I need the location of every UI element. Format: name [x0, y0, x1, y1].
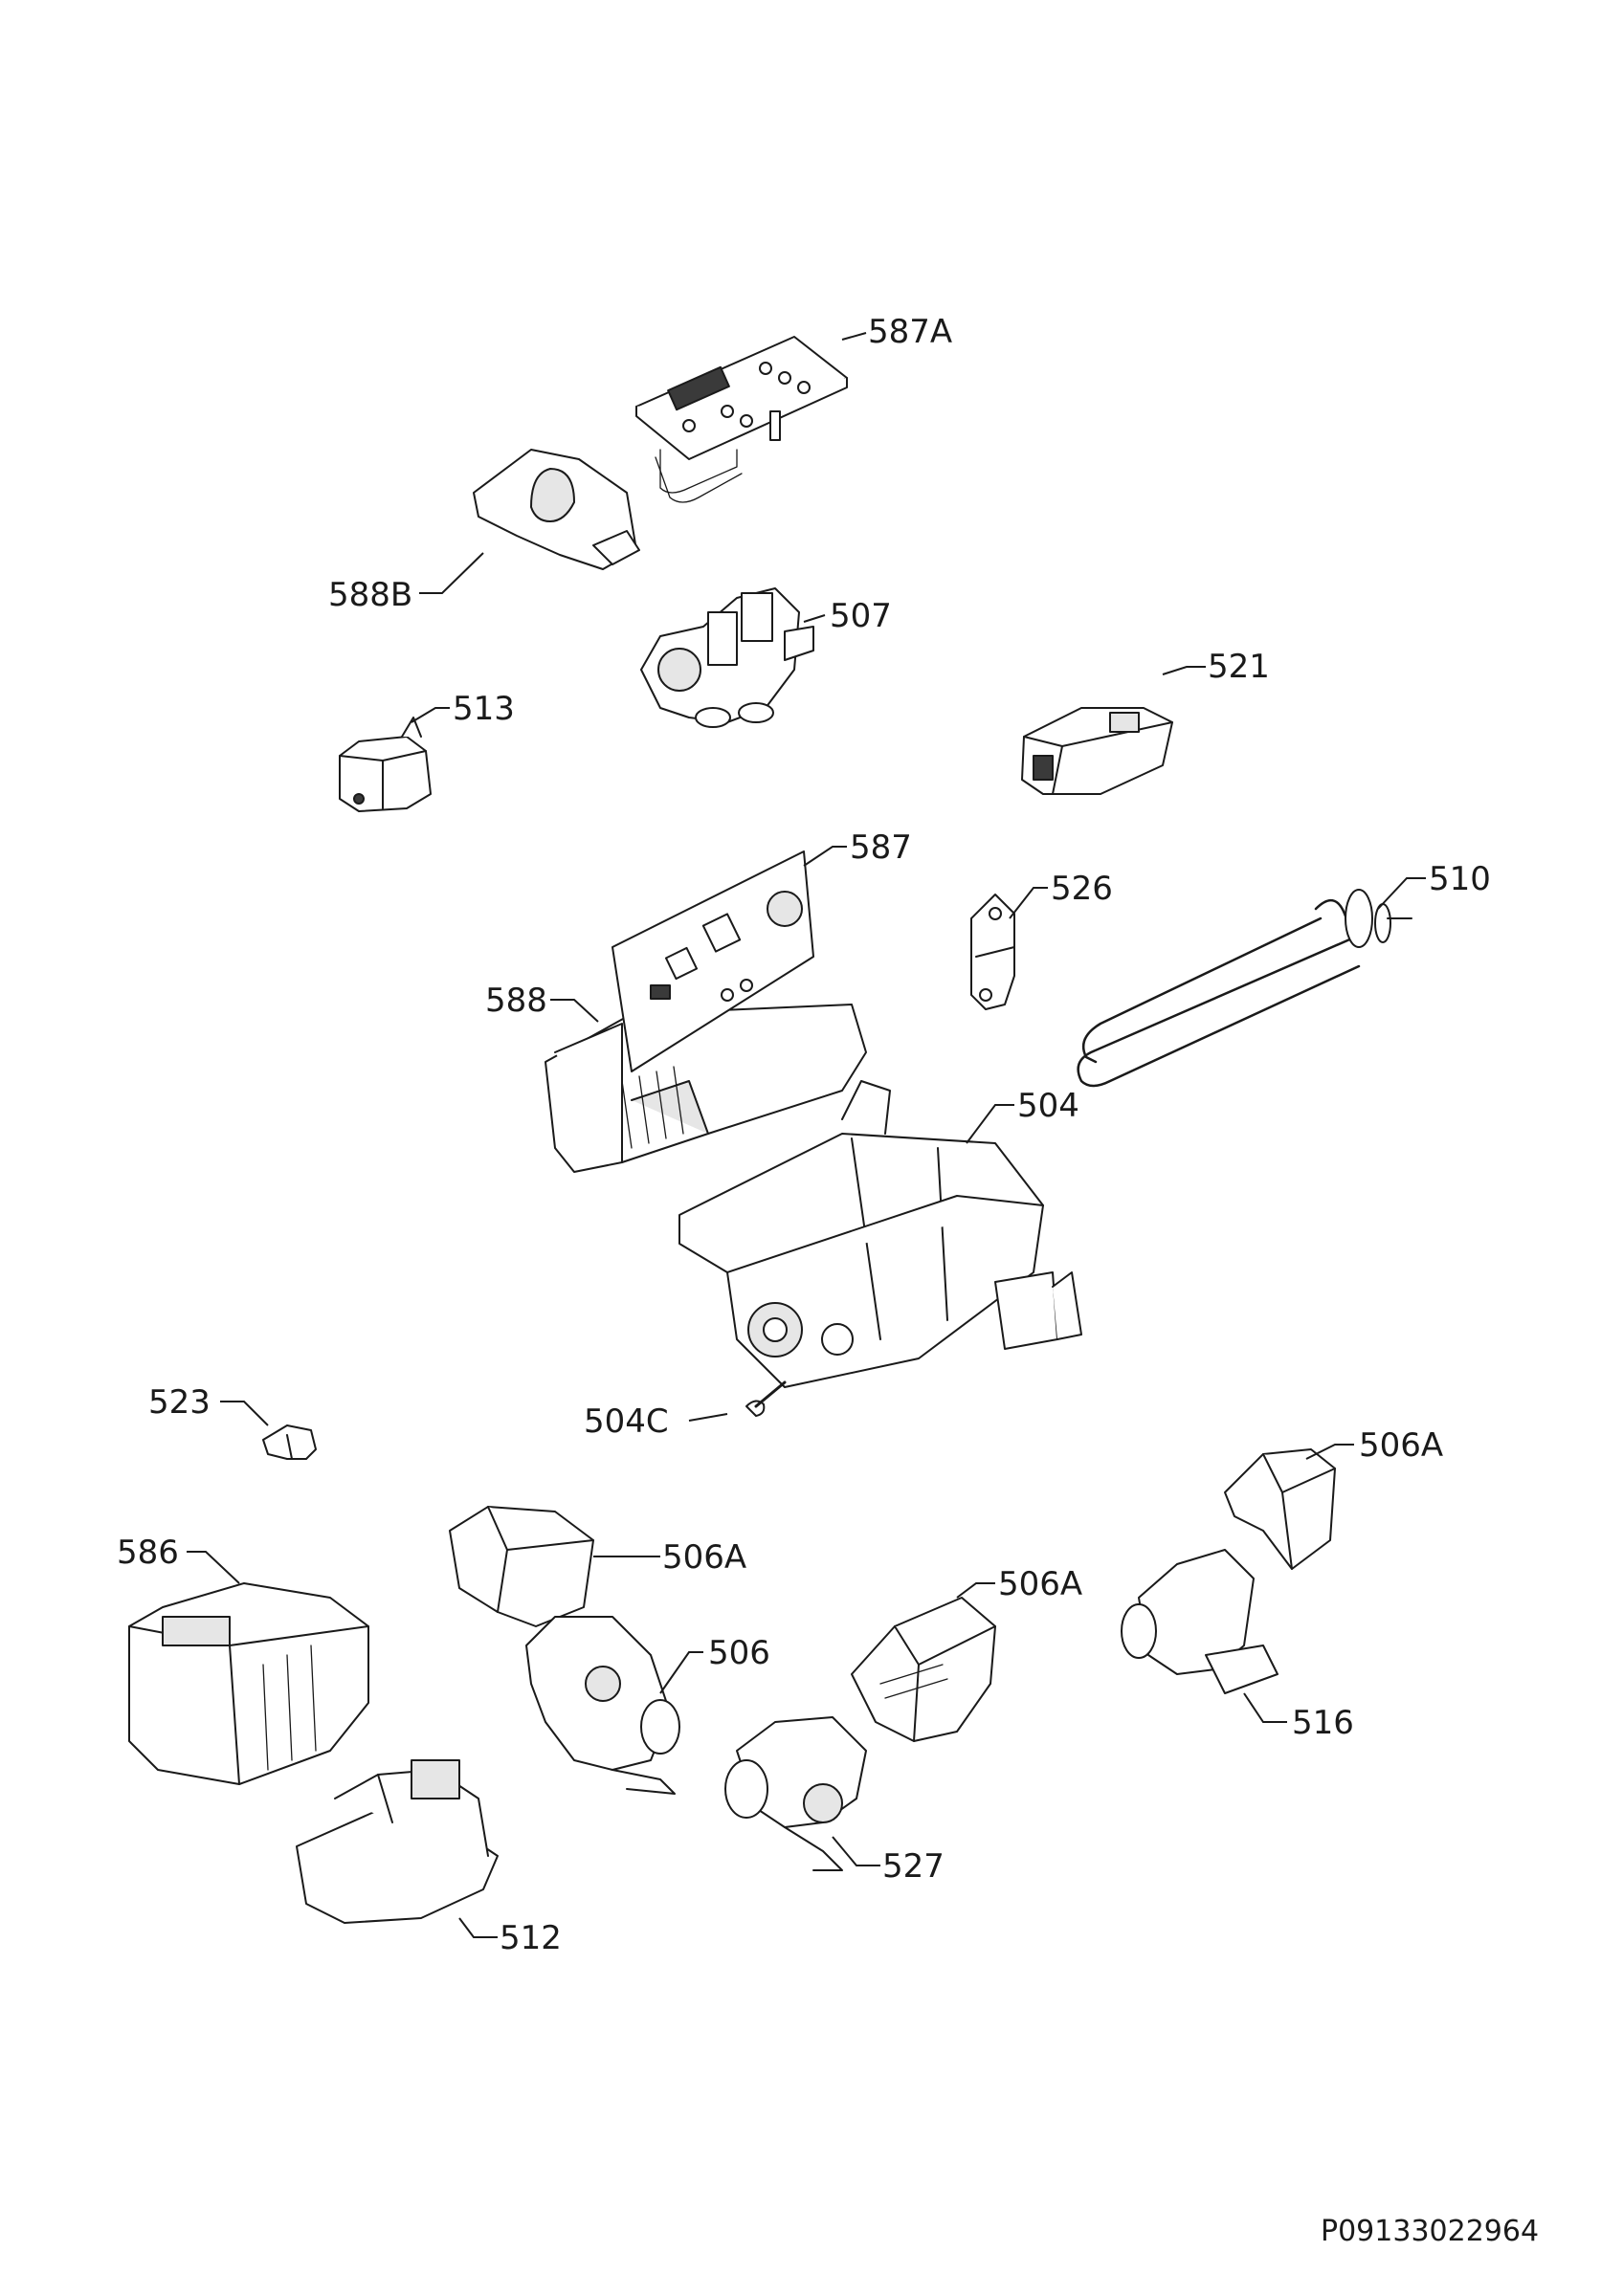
- part-523-clip: [262, 1424, 317, 1460]
- part-587-main-pcb: [611, 850, 814, 1072]
- part-587A-display-board: [635, 336, 848, 503]
- part-506-drain-pump: [525, 1616, 680, 1795]
- part-527-drain-pump: [724, 1716, 867, 1871]
- label-504C: 504C: [584, 1402, 669, 1441]
- part-512-base-bracket: [296, 1759, 499, 1924]
- label-526: 526: [1051, 870, 1113, 908]
- label-507: 507: [830, 597, 892, 635]
- label-588B: 588B: [328, 576, 412, 614]
- part-588-pcb-housing: [545, 1004, 867, 1173]
- label-506: 506: [708, 1634, 770, 1672]
- label-588: 588: [485, 982, 547, 1020]
- part-526-sensor: [970, 894, 1015, 1010]
- label-506A-mid: 506A: [998, 1565, 1082, 1603]
- leader-lines: [187, 332, 1426, 1938]
- label-587A: 587A: [868, 313, 952, 351]
- label-504: 504: [1017, 1087, 1079, 1125]
- label-513: 513: [453, 690, 515, 728]
- part-504C-screw: [745, 1380, 787, 1417]
- label-527: 527: [882, 1847, 945, 1886]
- part-506A-pump-cover-mid: [851, 1597, 996, 1742]
- label-506A-right: 506A: [1359, 1426, 1443, 1465]
- label-510: 510: [1429, 860, 1491, 898]
- part-506A-pump-cover-left: [449, 1506, 594, 1627]
- part-507-inlet-valve: [640, 587, 814, 728]
- label-523: 523: [148, 1383, 211, 1422]
- part-586-housing: [128, 1582, 369, 1785]
- label-586: 586: [117, 1534, 179, 1572]
- part-506A-pump-cover-right: [1224, 1448, 1336, 1570]
- part-504-motor: [678, 1080, 1082, 1388]
- label-587: 587: [850, 828, 912, 867]
- label-512: 512: [500, 1919, 562, 1957]
- document-id: P09133022964: [1321, 2215, 1539, 2248]
- part-513-suppressor: [339, 717, 432, 812]
- label-516: 516: [1292, 1704, 1354, 1742]
- label-506A-left: 506A: [662, 1538, 746, 1577]
- part-516-drain-pump: [1121, 1549, 1278, 1694]
- part-510-heating-element: [1077, 889, 1412, 1088]
- part-521-door-interlock: [1021, 707, 1173, 795]
- label-521: 521: [1208, 648, 1270, 686]
- part-588B-board-cover: [473, 449, 640, 570]
